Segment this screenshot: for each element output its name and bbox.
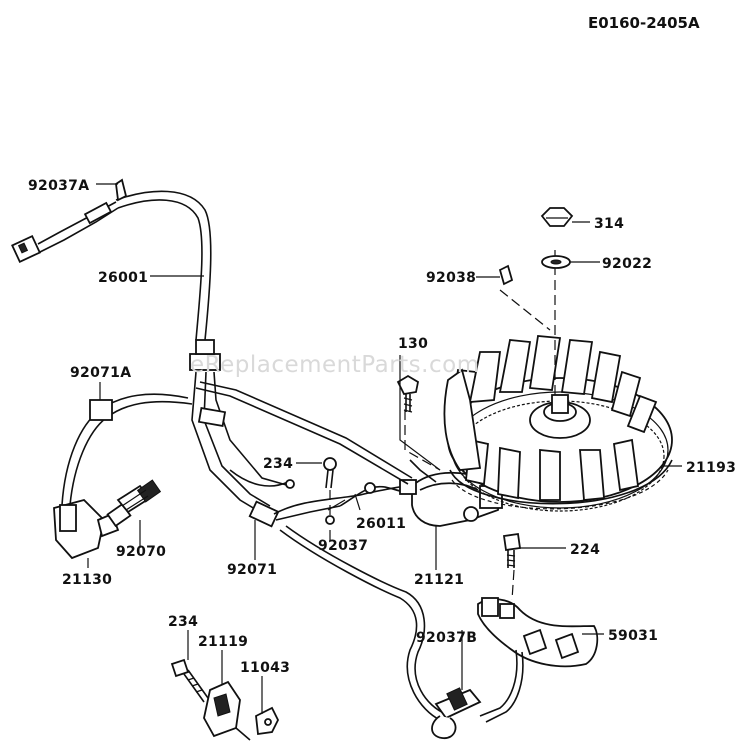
label-234-bracket: 234	[168, 614, 198, 630]
label-92070: 92070	[116, 544, 166, 560]
label-92037A: 92037A	[28, 178, 89, 194]
label-26001: 26001	[98, 270, 148, 286]
spark-plug-92070	[106, 479, 162, 528]
label-314: 314	[594, 216, 624, 232]
label-92037B: 92037B	[416, 630, 477, 646]
leader-lines	[87, 183, 682, 714]
part-labels: 92037A 26001 92071A 21130 92070 234 9207…	[28, 178, 736, 676]
diagram-code: E0160-2405A	[588, 14, 700, 32]
ignition-coil-21121	[195, 381, 503, 527]
terminal-11043	[255, 706, 280, 736]
washer-92022	[541, 255, 571, 269]
wire-lead-lower	[279, 525, 482, 739]
bolt-130	[396, 374, 420, 413]
label-26011: 26011	[356, 516, 406, 532]
label-224: 224	[570, 542, 600, 558]
bracket-21119	[203, 680, 251, 741]
watermark: eReplacementParts.com	[190, 352, 480, 378]
bolt-234-coil	[323, 457, 337, 525]
label-92022: 92022	[602, 256, 652, 272]
key-92038	[498, 264, 514, 286]
flywheel-21193	[443, 250, 673, 512]
bolt-224	[502, 532, 522, 568]
label-21121: 21121	[414, 572, 464, 588]
label-92071A: 92071A	[70, 365, 131, 381]
wire-harness-26001	[11, 178, 411, 528]
label-11043: 11043	[240, 660, 290, 676]
label-130: 130	[398, 336, 428, 352]
charge-coil-59031	[477, 569, 599, 723]
label-92037: 92037	[318, 538, 368, 554]
nut-314	[540, 207, 574, 227]
label-234-coil: 234	[263, 456, 293, 472]
screw-234-bracket	[170, 658, 209, 703]
label-21193: 21193	[686, 460, 736, 476]
label-59031: 59031	[608, 628, 658, 644]
label-21130: 21130	[62, 572, 112, 588]
label-92071: 92071	[227, 562, 277, 578]
label-92038: 92038	[426, 270, 476, 286]
label-21119: 21119	[198, 634, 248, 650]
spark-plug-cap-21130	[53, 393, 193, 560]
